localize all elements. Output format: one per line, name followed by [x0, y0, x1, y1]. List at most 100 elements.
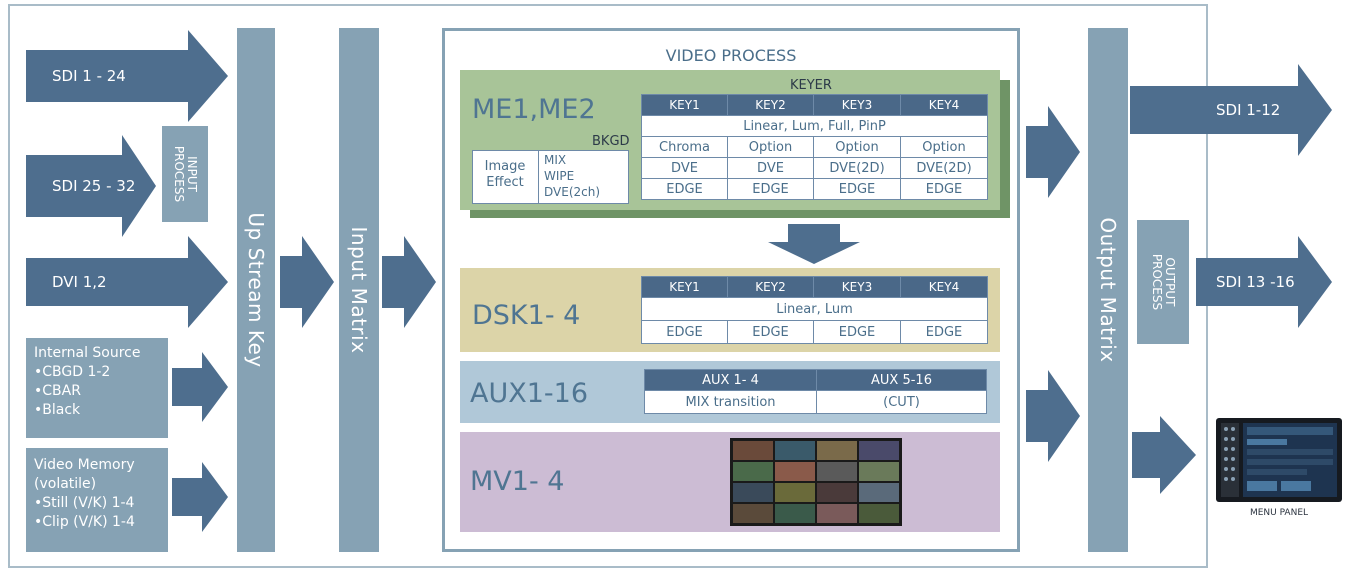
- input-arrow-label: SDI 1 - 24: [52, 67, 126, 85]
- dsk-edge-row: EDGE EDGE EDGE EDGE: [641, 320, 988, 344]
- keyer-row-a: Chroma Option Option Option: [641, 136, 988, 158]
- output-arrow-sdi-13-16: SDI 13 -16: [1196, 236, 1332, 328]
- keyer-cell: DVE(2D): [900, 157, 988, 179]
- aux-header: AUX 5-16: [816, 369, 987, 391]
- video-process-title: VIDEO PROCESS: [665, 46, 797, 65]
- keyer-cell: EDGE: [727, 178, 814, 200]
- output-matrix-label: Output Matrix: [1096, 217, 1120, 363]
- aux-label: AUX1-16: [470, 378, 589, 409]
- menu-panel-screen-icon: [1221, 423, 1337, 497]
- output-matrix-bar: Output Matrix: [1088, 28, 1128, 552]
- input-arrow-sdi-1-24: SDI 1 - 24: [26, 30, 228, 122]
- image-effect-line: Image: [484, 159, 526, 174]
- dsk-types: Linear, Lum: [641, 297, 988, 321]
- dsk-header: KEY1: [641, 276, 728, 298]
- internal-source-arrow: [172, 352, 228, 422]
- input-process-box: INPUT PROCESS: [162, 126, 208, 222]
- input-arrow-sdi-25-32: SDI 25 - 32: [26, 135, 156, 237]
- keyer-cell: Option: [727, 136, 814, 158]
- multiviewer-thumbnail: [730, 438, 902, 526]
- dsk-header-row: KEY1 KEY2 KEY3 KEY4: [641, 276, 988, 298]
- image-effect-label: Image Effect: [472, 159, 538, 191]
- input-matrix-bar: Input Matrix: [339, 28, 379, 552]
- up-stream-key-bar: Up Stream Key: [237, 28, 275, 552]
- video-memory-line: (volatile): [34, 476, 97, 492]
- keyer-cell: Chroma: [641, 136, 728, 158]
- keyer-cell: DVE(2D): [813, 157, 901, 179]
- dsk-header: KEY2: [727, 276, 814, 298]
- input-arrow-dvi-1-2: DVI 1,2: [26, 236, 228, 328]
- bkgd-mode: MIX: [544, 153, 567, 167]
- dsk-cell: EDGE: [813, 320, 901, 344]
- process-to-output-arrow-bottom: [1026, 370, 1080, 462]
- keyer-title: KEYER: [790, 78, 832, 93]
- internal-source-item: •Black: [34, 402, 81, 418]
- aux-mode-row: MIX transition (CUT): [644, 390, 987, 414]
- bkgd-mode: DVE(2ch): [544, 185, 601, 199]
- menu-panel-device: [1216, 418, 1342, 502]
- keyer-row-b: DVE DVE DVE(2D) DVE(2D): [641, 157, 988, 179]
- me-to-dsk-arrow: [768, 224, 860, 264]
- output-arrow-sdi-1-12: SDI 1-12: [1130, 64, 1332, 156]
- matrix-to-process-arrow: [382, 236, 436, 328]
- dsk-header: KEY4: [900, 276, 988, 298]
- menu-panel-arrow: [1132, 416, 1196, 494]
- input-arrow-label: DVI 1,2: [52, 273, 107, 291]
- bkgd-box: [472, 150, 629, 204]
- up-stream-key-label: Up Stream Key: [244, 212, 268, 368]
- internal-source-box: Internal Source •CBGD 1-2 •CBAR •Black: [26, 338, 168, 438]
- output-arrow-label: SDI 1-12: [1216, 101, 1281, 119]
- internal-source-item: •CBGD 1-2: [34, 364, 111, 380]
- keyer-cell: EDGE: [641, 178, 728, 200]
- bkgd-modes: MIX WIPE DVE(2ch): [544, 152, 600, 200]
- video-memory-line: •Clip (V/K) 1-4: [34, 514, 135, 530]
- usk-to-matrix-arrow: [280, 236, 334, 328]
- aux-header-row: AUX 1- 4 AUX 5-16: [644, 369, 987, 391]
- output-arrow-label: SDI 13 -16: [1216, 273, 1295, 291]
- aux-table: AUX 1- 4 AUX 5-16 MIX transition (CUT): [644, 369, 987, 414]
- keyer-types-row: Linear, Lum, Full, PinP: [641, 115, 988, 137]
- dsk-keyer-table: KEY1 KEY2 KEY3 KEY4 Linear, Lum EDGE EDG…: [641, 276, 988, 344]
- video-memory-arrow: [172, 462, 228, 532]
- me-label: ME1,ME2: [472, 94, 596, 125]
- keyer-header: KEY3: [813, 94, 901, 116]
- me-keyer-table: KEY1 KEY2 KEY3 KEY4 Linear, Lum, Full, P…: [641, 94, 988, 200]
- dsk-cell: EDGE: [727, 320, 814, 344]
- keyer-cell: DVE: [727, 157, 814, 179]
- image-effect-line: Effect: [486, 175, 524, 190]
- keyer-cell: Option: [900, 136, 988, 158]
- video-memory-box: Video Memory (volatile) •Still (V/K) 1-4…: [26, 448, 168, 552]
- keyer-cell: DVE: [641, 157, 728, 179]
- aux-header: AUX 1- 4: [644, 369, 817, 391]
- input-arrow-label: SDI 25 - 32: [52, 177, 136, 195]
- keyer-header: KEY4: [900, 94, 988, 116]
- aux-cell: (CUT): [816, 390, 987, 414]
- keyer-cell: EDGE: [813, 178, 901, 200]
- input-matrix-label: Input Matrix: [347, 226, 371, 354]
- output-process-box: OUTPUT PROCESS: [1137, 220, 1189, 344]
- keyer-header-row: KEY1 KEY2 KEY3 KEY4: [641, 94, 988, 116]
- bkgd-title: BKGD: [592, 134, 630, 149]
- bkgd-mode: WIPE: [544, 169, 575, 183]
- keyer-types: Linear, Lum, Full, PinP: [641, 115, 988, 137]
- keyer-header: KEY2: [727, 94, 814, 116]
- process-to-output-arrow-top: [1026, 106, 1080, 198]
- dsk-label: DSK1- 4: [472, 300, 581, 331]
- input-process-label: INPUT PROCESS: [172, 145, 199, 203]
- internal-source-title: Internal Source: [34, 345, 141, 361]
- mv-label: MV1- 4: [470, 466, 565, 497]
- dsk-cell: EDGE: [900, 320, 988, 344]
- keyer-cell: Option: [813, 136, 901, 158]
- video-process-frame: [442, 28, 1020, 552]
- video-memory-line: •Still (V/K) 1-4: [34, 495, 135, 511]
- video-memory-line: Video Memory: [34, 457, 135, 473]
- internal-source-item: •CBAR: [34, 383, 81, 399]
- keyer-cell: EDGE: [900, 178, 988, 200]
- keyer-row-c: EDGE EDGE EDGE EDGE: [641, 178, 988, 200]
- multiviewer-image-icon: [733, 441, 899, 523]
- dsk-types-row: Linear, Lum: [641, 297, 988, 321]
- aux-cell: MIX transition: [644, 390, 817, 414]
- output-process-label: OUTPUT PROCESS: [1150, 253, 1177, 311]
- keyer-header: KEY1: [641, 94, 728, 116]
- bkgd-divider: [538, 150, 539, 204]
